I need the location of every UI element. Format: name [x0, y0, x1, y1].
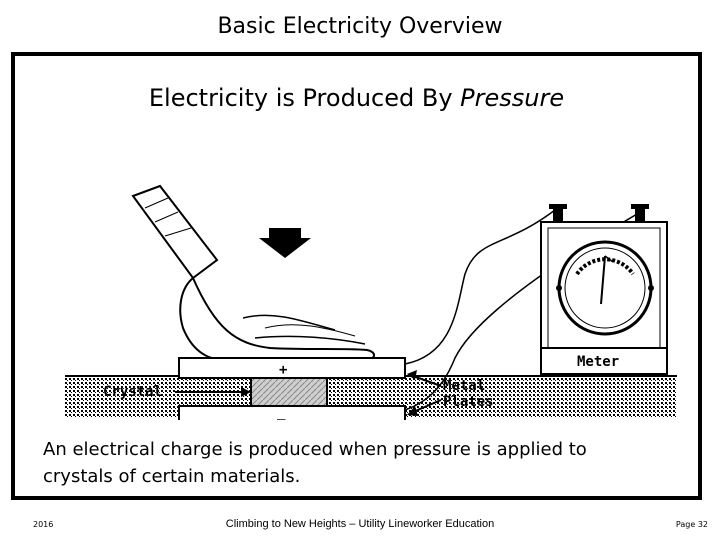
caption-line-1: An electrical charge is produced when pr…: [43, 439, 587, 460]
bottom-metal-plate: [178, 405, 406, 420]
plates-label: Plates: [443, 394, 494, 410]
caption-line-2: crystals of certain materials.: [43, 466, 301, 487]
top-metal-plate: [178, 357, 406, 379]
pressure-arrow-icon: [259, 228, 311, 258]
slide-heading-emphasis: Pressure: [460, 84, 565, 112]
hand-icon: [131, 184, 375, 361]
wire-top: [404, 209, 556, 365]
metal-label: Metal: [443, 378, 485, 394]
crystal-block: [250, 377, 328, 407]
crystal-label: Crystal: [103, 384, 162, 400]
slide-frame: Electricity is Produced By Pressure: [11, 52, 702, 500]
meter-label: Meter: [577, 354, 619, 370]
footer-year: 2016: [33, 520, 54, 529]
minus-sign: —: [277, 412, 286, 420]
footer-course-title: Climbing to New Heights – Utility Linewo…: [225, 518, 495, 530]
plus-sign: +: [279, 362, 287, 378]
slide-heading: Electricity is Produced By Pressure: [15, 84, 698, 112]
footer-page-number: Page 32: [675, 520, 708, 529]
page-header-title: Basic Electricity Overview: [217, 14, 503, 39]
piezoelectric-illustration: + — Crystal Metal Plates: [65, 184, 677, 420]
slide-heading-text: Electricity is Produced By: [148, 84, 461, 112]
slide-caption: An electrical charge is produced when pr…: [43, 436, 683, 490]
meter-icon: [540, 204, 668, 375]
